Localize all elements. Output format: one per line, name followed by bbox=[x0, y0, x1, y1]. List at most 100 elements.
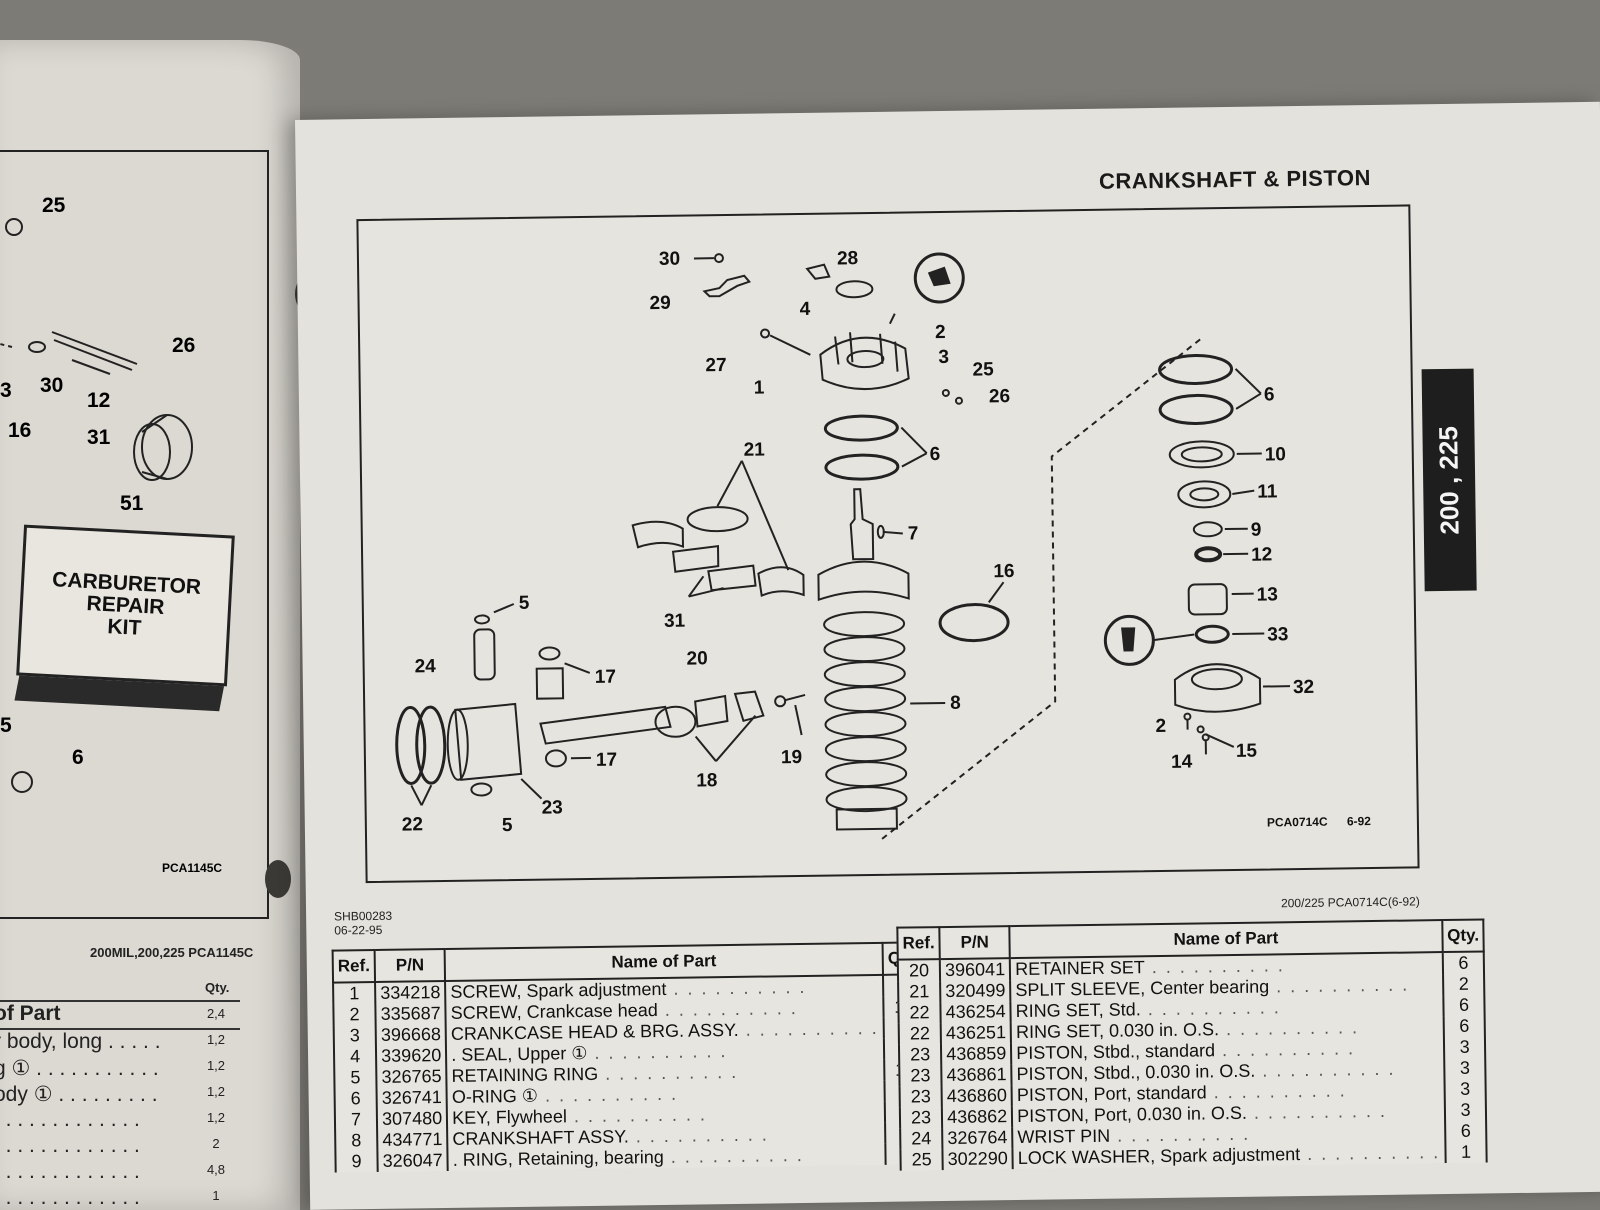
leader-dots: . . . . . . . . . . bbox=[1215, 1038, 1355, 1060]
cell-name: CRANKSHAFT ASSY. bbox=[452, 1126, 629, 1148]
parts-table-left: Ref. P/N Name of Part Qty. 1334218SCREW,… bbox=[332, 941, 929, 1172]
diagram-code: PCA0714C bbox=[1267, 815, 1328, 830]
cell-name: PISTON, Stbd., 0.030 in. O.S. bbox=[1016, 1061, 1255, 1084]
callout-25: 25 bbox=[42, 194, 66, 217]
left-page: 25 26 30 12 3 16 31 51 6 5 PCA1145C CARB… bbox=[0, 40, 300, 1210]
leader-dots: . . . . . . . . . . bbox=[1145, 955, 1285, 977]
cell-ref: 4 bbox=[350, 1046, 360, 1066]
carburetor-repair-kit-box: CARBURETOR REPAIR KIT bbox=[16, 525, 235, 687]
cell-pn: 396041 bbox=[945, 959, 1005, 980]
cell-ref: 8 bbox=[351, 1130, 361, 1150]
left-qty: 1,2 bbox=[205, 1079, 227, 1105]
callout-14: 14 bbox=[1171, 752, 1193, 773]
callout-12: 12 bbox=[1251, 544, 1272, 565]
header-ref: Ref. bbox=[333, 950, 376, 983]
cell-name: KEY, Flywheel bbox=[452, 1106, 567, 1128]
callout-32: 32 bbox=[1293, 677, 1314, 698]
cell-pn: 396668 bbox=[381, 1024, 441, 1045]
leader-dots: . . . . . . . . . . bbox=[598, 1062, 738, 1084]
leader-dots: . . . . . . . . . . bbox=[1206, 1080, 1346, 1102]
cell-pn: 434771 bbox=[382, 1129, 442, 1150]
cell-name: SCREW, Crankcase head bbox=[451, 1000, 658, 1023]
callout-30: 30 bbox=[659, 249, 680, 270]
cell-qty: 3 bbox=[1460, 1100, 1470, 1120]
cell-pn: 326765 bbox=[381, 1066, 441, 1087]
leader-dots: . . . . . . . . . . bbox=[1247, 1101, 1387, 1123]
cell-ref: 22 bbox=[909, 1002, 929, 1022]
callout-2b: 2 bbox=[1155, 716, 1166, 737]
callout-25: 25 bbox=[972, 359, 994, 380]
cell-pn: 436254 bbox=[946, 1001, 1006, 1022]
cell-pn: 326047 bbox=[383, 1150, 443, 1171]
crankshaft-piston-diagram: 30 28 29 4 2 3 27 1 25 26 6 21 7 16 5 24… bbox=[356, 204, 1419, 883]
cell-pn: 326741 bbox=[382, 1087, 442, 1108]
cell-name: CRANKCASE HEAD & BRG. ASSY. bbox=[451, 1020, 739, 1044]
cell-ref: 23 bbox=[910, 1044, 930, 1064]
callout-31: 31 bbox=[87, 426, 111, 449]
cell-name: . SEAL, Upper ① bbox=[451, 1043, 587, 1065]
cell-ref: 25 bbox=[911, 1149, 931, 1169]
callout-8: 8 bbox=[950, 693, 961, 714]
kit-label-line2: REPAIR bbox=[86, 592, 165, 618]
cell-ref: 2 bbox=[349, 1004, 359, 1024]
cell-qty: 3 bbox=[1460, 1058, 1470, 1078]
cell-qty: 3 bbox=[1460, 1079, 1470, 1099]
callout-22: 22 bbox=[402, 814, 423, 835]
callout-9: 9 bbox=[1251, 520, 1262, 541]
leader-dots: . . . . . . . . . . bbox=[629, 1124, 769, 1146]
callout-26: 26 bbox=[989, 386, 1010, 407]
cell-ref: 9 bbox=[351, 1151, 361, 1171]
callout-51: 51 bbox=[120, 492, 144, 515]
cell-qty: 3 bbox=[1459, 1037, 1469, 1057]
left-figure-code: PCA1145C bbox=[162, 861, 222, 875]
cell-name: . RING, Retaining, bearing bbox=[453, 1147, 664, 1170]
callout-23: 23 bbox=[541, 797, 562, 818]
header-pn: P/N bbox=[939, 926, 1010, 959]
cell-pn: 339620 bbox=[381, 1045, 441, 1066]
leader-dots: . . . . . . . . . . bbox=[538, 1084, 678, 1106]
cell-ref: 24 bbox=[911, 1128, 931, 1148]
cell-pn: 436860 bbox=[947, 1085, 1007, 1106]
cell-name: LOCK WASHER, Spark adjustment bbox=[1018, 1144, 1301, 1168]
callout-6b: 6 bbox=[1264, 384, 1275, 405]
cell-ref: 20 bbox=[909, 960, 929, 980]
cell-qty: 1 bbox=[1461, 1142, 1471, 1162]
callout-12: 12 bbox=[87, 389, 110, 412]
cell-pn: 436859 bbox=[946, 1043, 1006, 1064]
callout-21: 21 bbox=[744, 439, 766, 460]
leader-dots: . . . . . . . . . . bbox=[587, 1041, 727, 1063]
cell-qty: 6 bbox=[1459, 995, 1469, 1015]
cell-ref: 6 bbox=[351, 1088, 361, 1108]
callout-30: 30 bbox=[40, 374, 63, 397]
binder-hole-2 bbox=[265, 860, 291, 898]
cell-ref: 23 bbox=[911, 1086, 931, 1106]
cell-name: WRIST PIN bbox=[1017, 1126, 1110, 1147]
cell-ref: 7 bbox=[351, 1109, 361, 1129]
callout-18: 18 bbox=[696, 770, 717, 791]
leader-dots: . . . . . . . . . . bbox=[1300, 1142, 1440, 1164]
callout-28: 28 bbox=[837, 248, 858, 269]
cell-qty: 6 bbox=[1458, 953, 1468, 973]
page-title: CRANKSHAFT & PISTON bbox=[1099, 165, 1371, 195]
cell-name: PISTON, Stbd., standard bbox=[1016, 1040, 1215, 1063]
callout-5: 5 bbox=[519, 593, 530, 614]
callout-13: 13 bbox=[1257, 584, 1278, 605]
callout-27: 27 bbox=[705, 355, 726, 376]
callout-16: 16 bbox=[8, 419, 31, 442]
callout-5b: 5 bbox=[502, 815, 513, 836]
left-qty-column: Qty. 2,4 1,2 1,2 1,2 1,2 2 4,8 1 bbox=[205, 975, 227, 1209]
cell-name: PISTON, Port, standard bbox=[1017, 1082, 1207, 1105]
leader-dots: . . . . . . . . . . bbox=[1269, 975, 1409, 997]
left-table-row: . . . . . . . . . . . . . bbox=[0, 1160, 240, 1186]
leader-dots: . . . . . . . . . . bbox=[1141, 997, 1281, 1019]
left-qty: 1,2 bbox=[205, 1105, 227, 1131]
cell-pn: 335687 bbox=[380, 1003, 440, 1024]
callout-31: 31 bbox=[664, 611, 686, 632]
leader-dots: . . . . . . . . . . bbox=[567, 1104, 707, 1126]
callout-3: 3 bbox=[0, 379, 12, 402]
header-qty: Qty. bbox=[1442, 919, 1484, 952]
leader-dots: . . . . . . . . . . bbox=[739, 1018, 879, 1040]
exploded-view-illustration: 30 28 29 4 2 3 27 1 25 26 6 21 7 16 5 24… bbox=[358, 206, 1417, 881]
cell-pn: 436861 bbox=[946, 1064, 1006, 1085]
